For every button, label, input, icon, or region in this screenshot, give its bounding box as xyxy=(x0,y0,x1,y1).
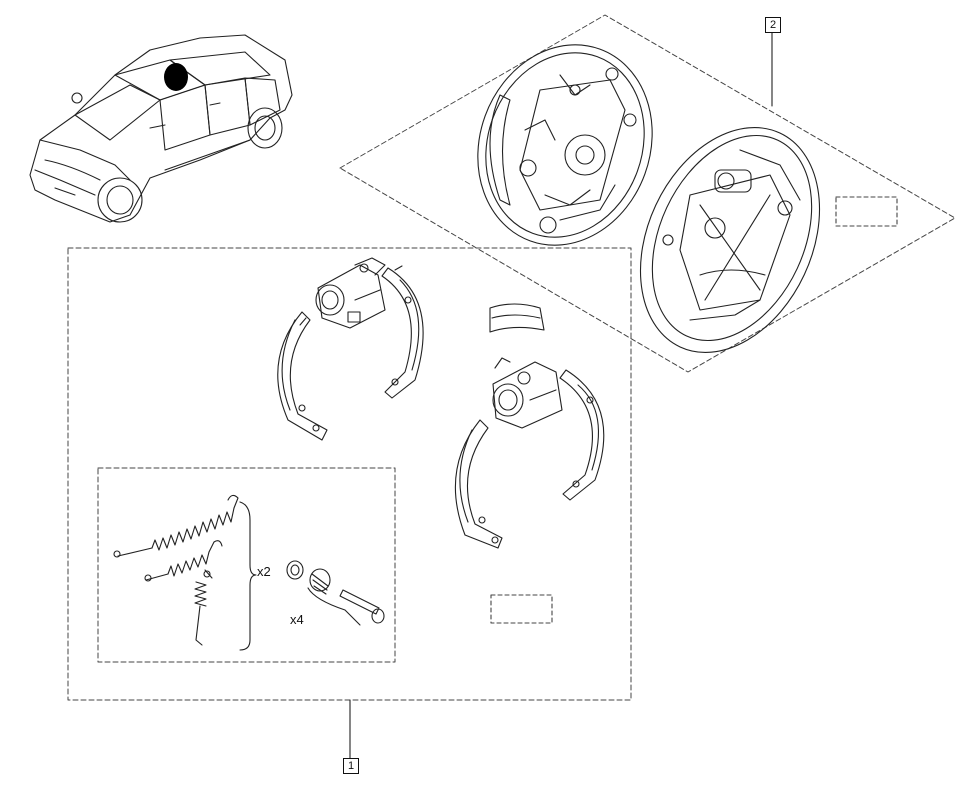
brake-shoe-upper-right xyxy=(381,265,424,399)
callout-2: 2 xyxy=(765,17,781,33)
hold-down-spring xyxy=(309,568,331,595)
callout-1: 1 xyxy=(343,758,359,774)
brake-shoe-lower-right xyxy=(559,369,605,501)
location-marker xyxy=(164,63,188,91)
wheel-cylinder-lower xyxy=(492,357,563,429)
return-spring-short xyxy=(144,540,223,582)
lining-pad xyxy=(489,303,545,333)
brake-shoe-upper-left xyxy=(277,311,328,441)
hardware-subgroup-boundary xyxy=(97,467,396,663)
wheel-cylinder-upper xyxy=(315,257,386,329)
kit-2-boundary xyxy=(339,14,956,373)
kit-2-ref-blank xyxy=(835,196,898,227)
springs-bracket xyxy=(239,501,257,651)
kit-1-boundary xyxy=(67,247,632,701)
pins-quantity-label: x4 xyxy=(290,612,304,627)
return-spring-long xyxy=(113,494,239,558)
kit-1-ref-blank xyxy=(490,594,553,624)
hold-down-washer xyxy=(286,560,304,580)
brake-shoe-lower-left xyxy=(454,419,503,549)
hold-down-pin xyxy=(307,587,385,626)
backing-plate-assembly-right xyxy=(639,127,821,353)
backing-plate-assembly-left xyxy=(477,44,653,246)
springs-quantity-label: x2 xyxy=(257,564,271,579)
car-illustration xyxy=(29,34,293,223)
adjuster-spring xyxy=(194,569,213,646)
